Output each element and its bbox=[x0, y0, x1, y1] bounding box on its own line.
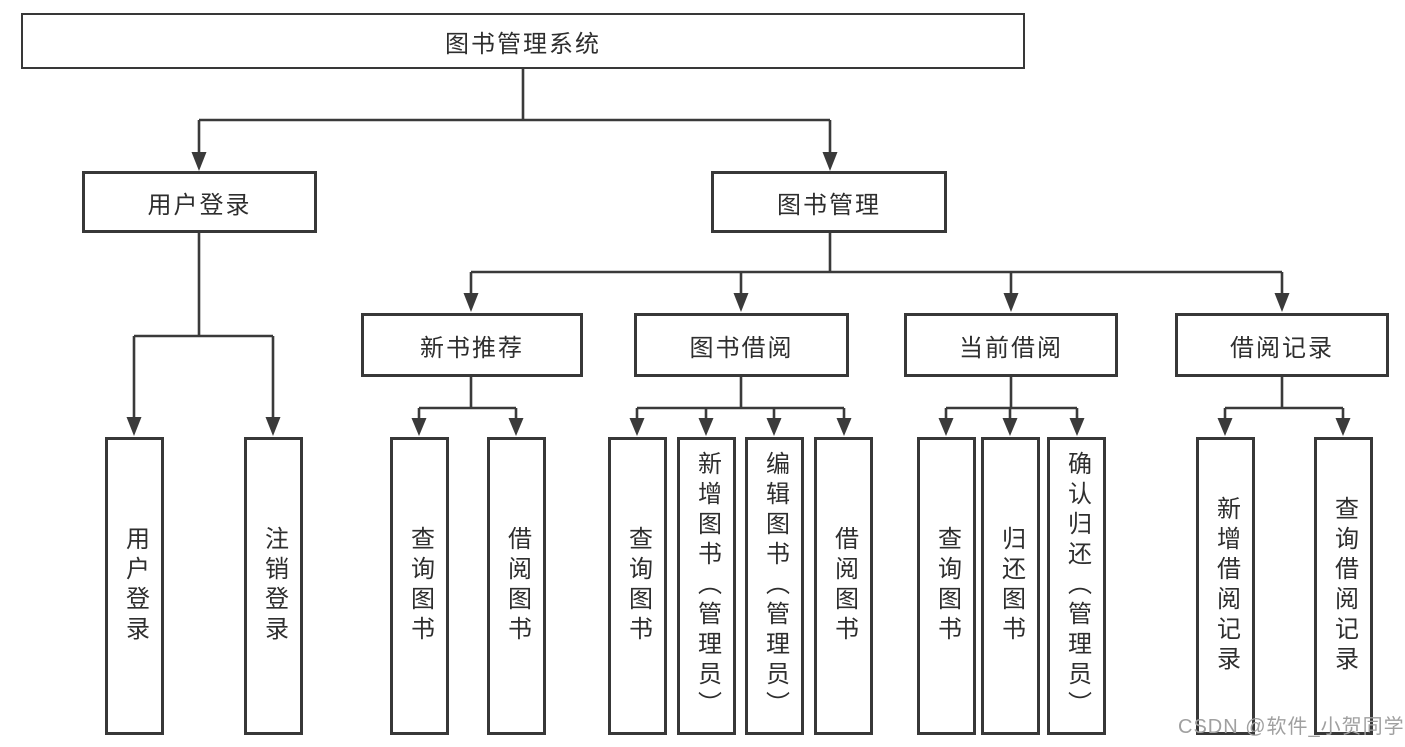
node-label: 注销登录 bbox=[260, 526, 288, 646]
arrowhead-icon bbox=[411, 418, 427, 436]
arrowhead-icon bbox=[1002, 418, 1018, 436]
node-label: 归还图书 bbox=[997, 526, 1025, 646]
leaf-borrow-books-borrowing: 借阅图书 bbox=[814, 437, 873, 735]
node-label: 借阅记录 bbox=[1230, 334, 1334, 362]
leaf-borrow-books-recommend: 借阅图书 bbox=[487, 437, 546, 735]
node-current-borrowing: 当前借阅 bbox=[904, 313, 1118, 377]
node-library-management-system: 图书管理系统 bbox=[21, 13, 1025, 69]
node-label: 当前借阅 bbox=[959, 334, 1063, 362]
leaf-add-book-admin: 新增图书（管理员） bbox=[677, 437, 736, 735]
node-label: 用户登录 bbox=[147, 191, 252, 219]
node-label: 查询借阅记录 bbox=[1330, 496, 1358, 676]
node-label: 借阅图书 bbox=[830, 526, 858, 646]
leaf-query-books-borrowing: 查询图书 bbox=[608, 437, 667, 735]
arrowhead-icon bbox=[265, 417, 281, 436]
arrowhead-icon bbox=[733, 293, 749, 312]
arrowhead-icon bbox=[1274, 293, 1290, 312]
arrowhead-icon bbox=[1217, 418, 1233, 436]
node-book-management: 图书管理 bbox=[711, 171, 947, 233]
node-label: 图书借阅 bbox=[689, 334, 794, 362]
arrowhead-icon bbox=[1003, 293, 1019, 312]
arrowhead-icon bbox=[191, 152, 207, 171]
leaf-query-books-current: 查询图书 bbox=[917, 437, 976, 735]
node-label: 查询图书 bbox=[624, 526, 652, 646]
csdn-watermark: CSDN @软件_小贺同学 bbox=[1178, 716, 1405, 738]
leaf-user-login: 用户登录 bbox=[105, 437, 164, 735]
node-user-login: 用户登录 bbox=[82, 171, 317, 233]
node-label: 图书管理 bbox=[777, 191, 881, 219]
leaf-edit-book-admin: 编辑图书（管理员） bbox=[745, 437, 804, 735]
arrowhead-icon bbox=[766, 418, 782, 436]
node-new-book-recommendation: 新书推荐 bbox=[361, 313, 583, 377]
node-label: 新增图书（管理员） bbox=[693, 451, 721, 721]
leaf-confirm-return-admin: 确认归还（管理员） bbox=[1047, 437, 1106, 735]
arrowhead-icon bbox=[1069, 418, 1085, 436]
arrowhead-icon bbox=[629, 418, 645, 436]
arrowhead-icon bbox=[938, 418, 954, 436]
node-borrowing-records: 借阅记录 bbox=[1175, 313, 1389, 377]
leaf-add-borrow-record: 新增借阅记录 bbox=[1196, 437, 1255, 735]
node-label: 用户登录 bbox=[121, 526, 149, 646]
arrowhead-icon bbox=[1335, 418, 1351, 436]
arrowhead-icon bbox=[822, 152, 838, 171]
leaf-query-borrow-record: 查询借阅记录 bbox=[1314, 437, 1373, 735]
node-label: 查询图书 bbox=[933, 526, 961, 646]
node-label: 图书管理系统 bbox=[445, 30, 601, 58]
leaf-return-book: 归还图书 bbox=[981, 437, 1040, 735]
arrowhead-icon bbox=[463, 293, 479, 312]
node-label: 新书推荐 bbox=[420, 334, 524, 362]
arrowhead-icon bbox=[836, 418, 852, 436]
node-label: 借阅图书 bbox=[503, 526, 531, 646]
arrowhead-icon bbox=[698, 418, 714, 436]
node-label: 查询图书 bbox=[406, 526, 434, 646]
node-book-borrowing: 图书借阅 bbox=[634, 313, 849, 377]
node-label: 确认归还（管理员） bbox=[1063, 451, 1091, 721]
arrowhead-icon bbox=[126, 417, 142, 436]
arrowhead-icon bbox=[508, 418, 524, 436]
leaf-query-books-recommend: 查询图书 bbox=[390, 437, 449, 735]
leaf-logout: 注销登录 bbox=[244, 437, 303, 735]
node-label: 新增借阅记录 bbox=[1212, 496, 1240, 676]
node-label: 编辑图书（管理员） bbox=[761, 451, 789, 721]
